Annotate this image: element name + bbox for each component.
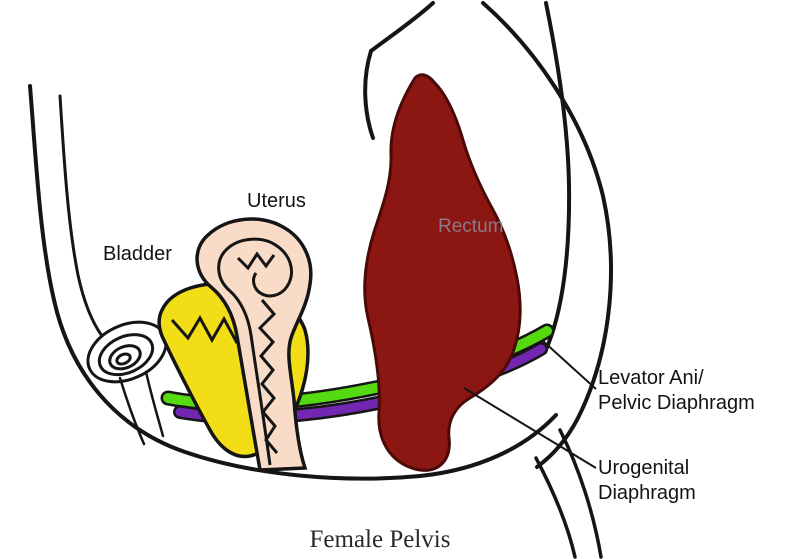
urethra-spiral-core [115,352,132,366]
urogenital-label-line2: Diaphragm [598,482,696,504]
pelvis-outline-left-bottom [28,84,558,481]
levator-ani-label-line1: Levator Ani/ [598,367,704,389]
uterus-curl [217,237,293,298]
urogenital-leader-line [463,387,597,469]
rectum-shape [363,73,522,472]
urogenital-label-line1: Urogenital [598,457,690,479]
rectum-label: Rectum [438,216,504,237]
urethra-line-1 [118,376,146,446]
uterus-shape [195,217,313,472]
thigh-line-outer [558,428,603,559]
urogenital-diaphragm-label: Urogenital Diaphragm [598,456,696,506]
pelvis-outline [28,1,613,559]
urethra-spiral [86,320,168,384]
leader-lines [463,340,597,469]
uterus-inner-lines [217,237,293,466]
urethra-spiral-inner [108,344,142,371]
thigh-line-inner [534,456,577,559]
levator-ani-label-line2: Pelvic Diaphragm [598,392,755,414]
diagram-title: Female Pelvis [309,526,451,553]
uterus-bulb-zigzag [236,251,276,271]
uterus-inner-wall [228,289,272,466]
bladder-label: Bladder [103,243,172,265]
uterus-label: Uterus [247,190,306,212]
urethra-lines [118,370,165,446]
levator-ani-label: Levator Ani/ Pelvic Diaphragm [598,366,755,416]
urethra-spiral-mid [97,333,155,377]
levator-leader-line [542,340,597,390]
pelvis-outline-inner-right [543,1,572,354]
pelvis-outline-outer-right [481,1,613,469]
urethra-line-2 [144,370,165,438]
uterus-zigzag [257,299,279,454]
pelvis-outline-top-notch [363,1,435,140]
pelvis-outline-inner-left [58,94,104,338]
